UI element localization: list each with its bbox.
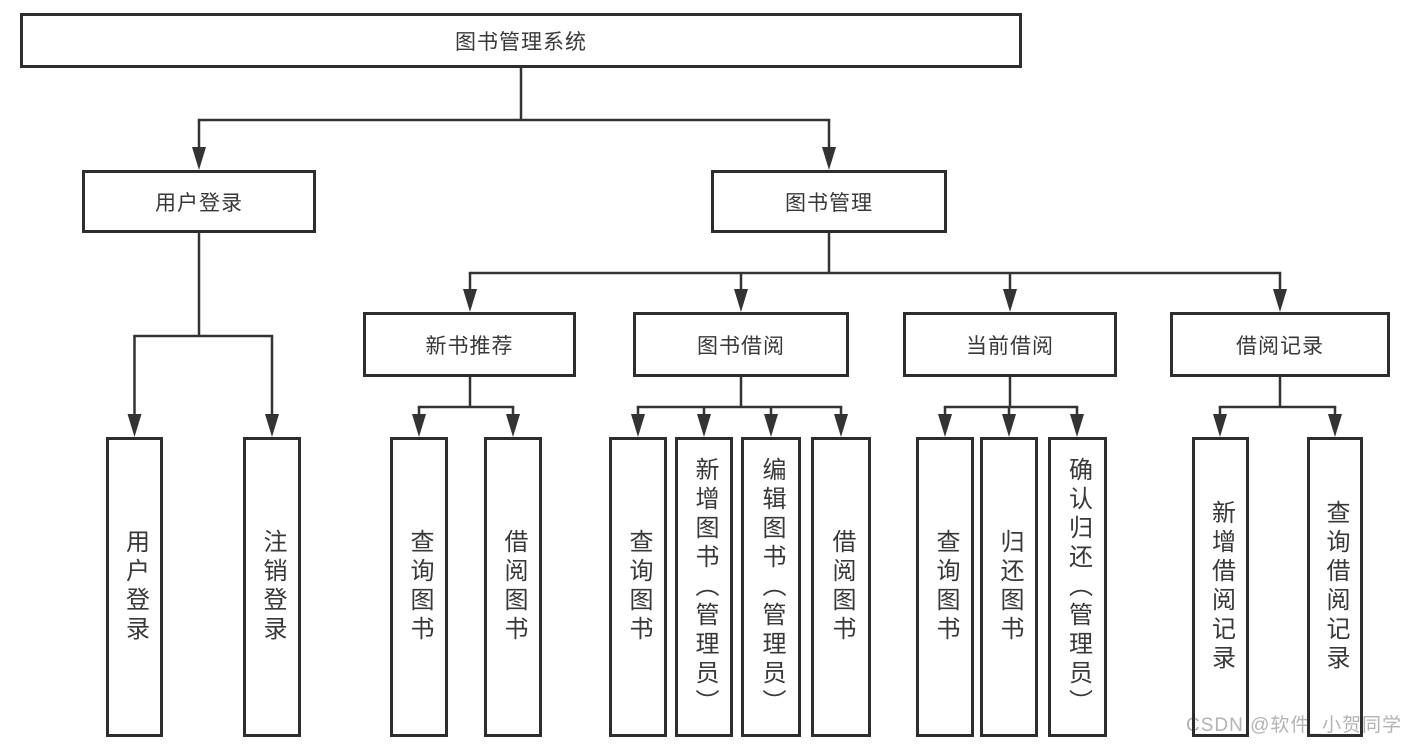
leaf-query-books-current: 查询图书 [916,437,974,737]
node-root: 图书管理系统 [20,13,1022,68]
node-current-borrow: 当前借阅 [903,312,1117,377]
leaf-confirm-return-admin: 确认归还（管理员） [1048,437,1107,737]
leaf-borrow-books: 借阅图书 [811,437,871,737]
leaf-logout: 注销登录 [243,437,301,737]
csdn-watermark: CSDN @软件_小贺同学 [1186,715,1402,736]
leaf-edit-book-admin: 编辑图书（管理员） [741,437,801,737]
node-user-login: 用户登录 [82,170,316,233]
leaf-return-book: 归还图书 [980,437,1038,737]
leaf-query-books-recommend: 查询图书 [390,437,448,737]
leaf-query-borrow-record: 查询借阅记录 [1307,437,1363,737]
node-borrow-records: 借阅记录 [1170,312,1390,377]
leaf-add-book-admin: 新增图书（管理员） [675,437,733,737]
leaf-user-login: 用户登录 [106,437,163,737]
node-new-book-recommend: 新书推荐 [363,312,576,377]
node-book-borrow: 图书借阅 [633,312,849,377]
node-book-management: 图书管理 [711,170,947,233]
leaf-borrow-books-recommend: 借阅图书 [484,437,542,737]
leaf-add-borrow-record: 新增借阅记录 [1192,437,1249,737]
leaf-query-books-borrow: 查询图书 [609,437,667,737]
